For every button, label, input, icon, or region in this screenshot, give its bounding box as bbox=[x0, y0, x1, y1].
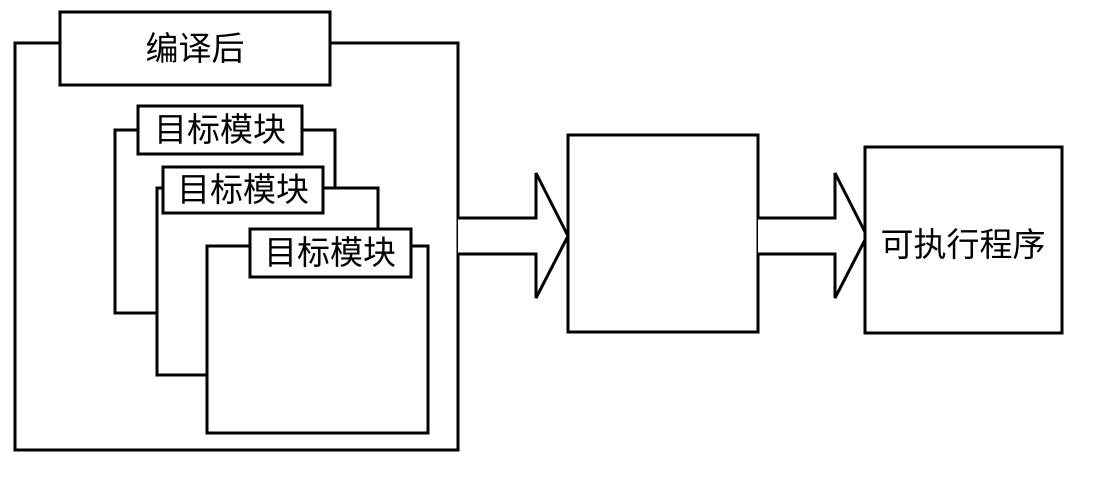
arrow-to-executable bbox=[758, 172, 869, 299]
arrow-to-linker bbox=[458, 172, 570, 299]
object-module-2-label: 目标模块 bbox=[177, 170, 309, 209]
object-module-1-label: 目标模块 bbox=[154, 110, 286, 149]
compiled-title: 编译后 bbox=[146, 29, 245, 68]
executable-label: 可执行程序 bbox=[881, 225, 1046, 264]
object-module-2-label-box bbox=[161, 165, 325, 215]
linker-box bbox=[566, 133, 760, 334]
object-module-1-label-box bbox=[136, 104, 304, 156]
executable-box bbox=[863, 145, 1064, 335]
compiled-title-box bbox=[58, 10, 332, 87]
object-module-3-label: 目标模块 bbox=[264, 233, 396, 272]
object-module-3-label-box bbox=[248, 227, 413, 279]
